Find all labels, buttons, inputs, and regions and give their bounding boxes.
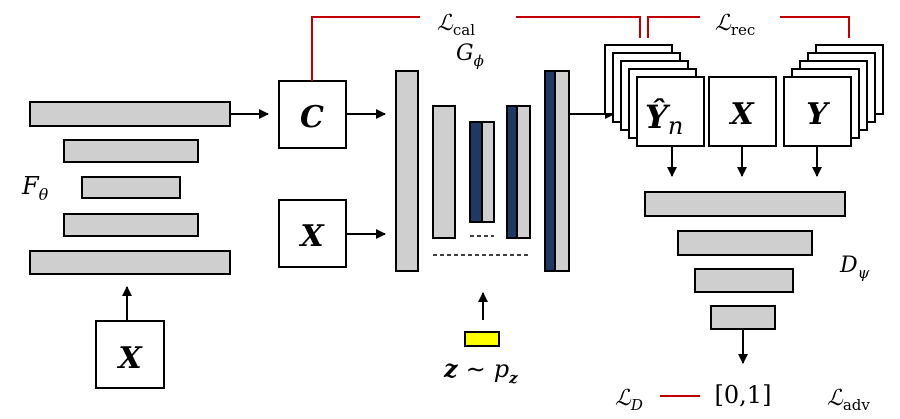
output-y-label: Y	[806, 97, 830, 132]
loss-cal-bracket	[311, 16, 641, 81]
output-yhat-box	[636, 76, 705, 147]
feature-extractor: Fθ	[21, 101, 231, 275]
output-x-label: X	[728, 97, 755, 132]
gen-layer-1	[395, 70, 419, 272]
noise-label: z∼pz	[443, 354, 518, 387]
disc-layer-2	[677, 230, 813, 256]
gen-layer-4-navy	[506, 105, 518, 239]
fe-layer-5	[29, 250, 231, 275]
output-yhat-label: Ŷn	[645, 98, 683, 140]
fe-layer-3	[81, 176, 181, 199]
gen-layer-2	[432, 105, 456, 239]
output-y-stack: Y	[783, 44, 884, 147]
gen-layer-5	[554, 70, 570, 272]
output-y-box	[783, 76, 852, 147]
output-range-label: [0,1]	[715, 381, 772, 409]
noise-box	[464, 331, 500, 347]
input-x-box-bottom	[95, 320, 165, 389]
loss-rec-label: ℒrec	[715, 11, 755, 39]
feature-extractor-label: Fθ	[21, 172, 49, 204]
fe-layer-2	[63, 139, 199, 163]
disc-layer-1	[644, 191, 846, 217]
generator-label: Gϕ	[456, 41, 484, 70]
discriminator: Dψ	[644, 191, 870, 330]
loss-rec-bracket	[647, 16, 850, 38]
input-x-label-bottom: X	[116, 341, 143, 376]
fe-layer-4	[63, 213, 199, 237]
output-yhat-stack: Ŷn	[604, 44, 705, 147]
disc-layer-4	[710, 305, 776, 330]
loss-d-label: ℒD	[615, 386, 643, 414]
input-x-box-mid	[278, 199, 347, 268]
generator: Gϕ	[395, 41, 570, 272]
gen-layer-3-navy	[469, 121, 483, 223]
condition-label: C	[300, 100, 324, 135]
loss-adv-label: ℒadv	[827, 386, 870, 414]
discriminator-label: Dψ	[839, 253, 870, 282]
gen-layer-3	[481, 121, 495, 223]
gen-layer-4	[516, 105, 531, 239]
input-x-label-mid: X	[298, 219, 325, 254]
fe-layer-1	[29, 101, 231, 127]
loss-cal-label: ℒcal	[437, 11, 475, 39]
disc-layer-3	[694, 268, 794, 293]
gen-layer-5-navy	[544, 70, 556, 272]
